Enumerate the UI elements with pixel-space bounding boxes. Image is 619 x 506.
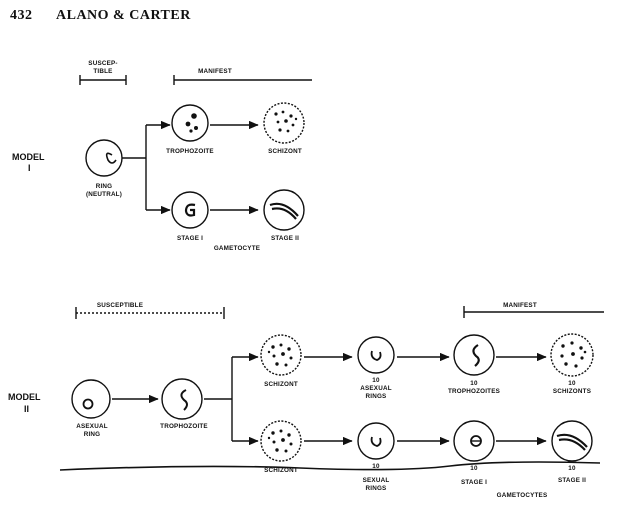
model1-stage2-label: STAGE II xyxy=(271,235,299,242)
model2-schizonts-count: 10 xyxy=(568,380,576,387)
model1-stage1-cell xyxy=(171,191,209,229)
model2-asexual-rings-label-2: RINGS xyxy=(366,393,387,400)
model1-trophozoite-cell xyxy=(171,104,209,142)
model1-trophozoite-label: TROPHOZOITE xyxy=(166,148,214,155)
model2-schizont-top-label: SCHIZONT xyxy=(264,381,298,388)
model1-ring-label-2: (NEUTRAL) xyxy=(86,191,122,198)
model2-schizonts-cell xyxy=(550,333,594,377)
model2-stage2-cell xyxy=(551,420,593,462)
model1-label-line1: MODEL xyxy=(12,152,45,162)
model1-trophozoite-parasite xyxy=(185,113,198,133)
model1-schizont-cell xyxy=(263,102,305,144)
model2-trophozoites-count: 10 xyxy=(470,380,478,387)
model2-asexual-rings-cell xyxy=(357,336,395,374)
model2-schizonts-merozoites xyxy=(560,341,587,368)
model2-stage2-parasite xyxy=(556,433,588,451)
model2-sexual-rings-label-2: RINGS xyxy=(366,485,387,492)
model2-schizont-bottom-label: SCHIZONT xyxy=(264,467,298,474)
model1-manifest-bar xyxy=(173,75,312,85)
model2-manifest-bar xyxy=(463,306,604,318)
model2-susceptible-bar xyxy=(75,307,225,319)
model2-stage2-count: 10 xyxy=(568,465,576,472)
model1-stage1-label: STAGE I xyxy=(177,235,203,242)
model2-sexual-rings-label-1: SEXUAL xyxy=(363,477,390,484)
model1-stage2-parasite xyxy=(269,202,299,220)
model2-stage1-label: STAGE I xyxy=(461,479,487,486)
model2-gametocytes-label: GAMETOCYTES xyxy=(497,492,548,499)
model2-stage1-count: 10 xyxy=(470,465,478,472)
model2-schizonts-label: SCHIZONTS xyxy=(553,388,591,395)
model2-sexual-rings-parasite xyxy=(370,436,382,447)
model2-trophozoites-label: TROPHOZOITES xyxy=(448,388,500,395)
model1-susceptible-bar xyxy=(79,75,127,85)
model2-label-line2: II xyxy=(24,404,29,414)
scan-baseline xyxy=(59,461,601,471)
model2-asexual-ring-parasite xyxy=(82,398,94,410)
model2-schizont-top-cell xyxy=(260,334,302,376)
model2-asexual-rings-parasite xyxy=(370,350,382,361)
model2-asexual-rings-count: 10 xyxy=(372,377,380,384)
model1-schizont-merozoites xyxy=(274,110,298,133)
model1-label-line2: I xyxy=(28,163,31,173)
model2-trophozoite-label: TROPHOZOITE xyxy=(160,423,208,430)
model2-susceptible-label: SUSCEPTIBLE xyxy=(97,302,143,309)
model2-trophozoite-cell xyxy=(161,378,203,420)
model2-stage1-cell xyxy=(453,420,495,462)
model1-ring-label-1: RING xyxy=(96,183,113,190)
model1-stage2-cell xyxy=(263,189,305,231)
model2-schizont-bottom-merozoites xyxy=(267,429,293,453)
model2-trophozoites-parasite xyxy=(472,344,480,367)
model2-trophozoite-parasite xyxy=(180,389,188,411)
model2-asexual-ring-label-1: ASEXUAL xyxy=(76,423,108,430)
model2-sexual-rings-count: 10 xyxy=(372,463,380,470)
model2-schizont-bottom-cell xyxy=(260,420,302,462)
running-head-authors: ALANO & CARTER xyxy=(56,8,191,23)
page-number: 432 xyxy=(10,8,33,23)
model1-gametocyte-label: GAMETOCYTE xyxy=(214,245,260,252)
model1-stage1-parasite xyxy=(184,203,196,217)
model1-schizont-label: SCHIZONT xyxy=(268,148,302,155)
model2-asexual-rings-label-1: ASEXUAL xyxy=(360,385,392,392)
model2-sexual-rings-cell xyxy=(357,422,395,460)
model2-stage1-parasite xyxy=(470,435,482,447)
model2-asexual-ring-cell xyxy=(71,379,111,419)
model2-asexual-ring-label-2: RING xyxy=(84,431,101,438)
model1-ring-parasite xyxy=(105,152,117,164)
model1-ring-cell xyxy=(85,139,123,177)
model2-manifest-label: MANIFEST xyxy=(503,302,537,309)
model1-manifest-label: MANIFEST xyxy=(198,68,232,75)
model2-trophozoites-cell xyxy=(453,334,495,376)
model2-stage2-label: STAGE II xyxy=(558,477,586,484)
model2-label-line1: MODEL xyxy=(8,392,41,402)
model2-schizont-top-merozoites xyxy=(267,343,293,367)
model1-susceptible-label-1: SUSCEP- xyxy=(88,60,117,67)
model1-susceptible-label-2: TIBLE xyxy=(93,68,112,75)
